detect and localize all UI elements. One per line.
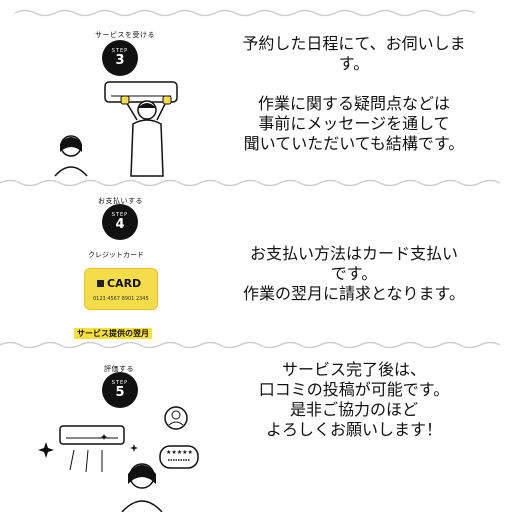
- step-5-badge-word: STEP: [111, 380, 129, 386]
- step-3-description: 予約した日程にて、お伺いしま す。 作業に関する疑問点などは 事前にメッセージを…: [242, 34, 466, 153]
- card-chip-icon: [97, 280, 104, 287]
- step-3-section: サービスを受ける STEP 3 予約した日程にて、お伺いしま す。 作業に関する…: [0, 14, 506, 180]
- step-3-badge-word: STEP: [111, 48, 129, 54]
- credit-card-label: クレジットカード: [88, 251, 144, 259]
- wave-divider-middle: [0, 179, 501, 187]
- step-4-badge-number: 4: [115, 217, 125, 232]
- aircon-install-illustration: [54, 81, 178, 177]
- step-5-section: 評価する STEP 5 ★★★★★ サービス完了後は、 口コミの投稿が可能です。…: [0, 348, 506, 512]
- step-4-section: お支払いする STEP 4 クレジットカード CARD 0123 4567 89…: [0, 186, 506, 342]
- billing-timing-highlight: サービス提供の翌月: [74, 328, 152, 339]
- step-5-badge: STEP 5: [102, 372, 138, 408]
- step-5-description: サービス完了後は、 口コミの投稿が可能です。 是非ご協力のほど よろしくお願いし…: [258, 360, 450, 439]
- step-3-badge: STEP 3: [102, 40, 138, 76]
- step-4-tag: お支払いする: [98, 197, 143, 205]
- step-4-badge: STEP 4: [102, 204, 138, 240]
- review-illustration: [38, 406, 199, 512]
- step-3-badge-number: 3: [115, 53, 125, 68]
- step-4-description: お支払い方法はカード支払い です。 作業の翌月に請求となります。: [243, 244, 465, 303]
- wave-divider-bottom: [0, 341, 501, 349]
- credit-card-illustration: CARD 0123 4567 8901 2345: [84, 268, 158, 310]
- step-3-tag: サービスを受ける: [95, 31, 155, 39]
- step-4-badge-word: STEP: [111, 212, 129, 218]
- wave-divider-top: [14, 9, 476, 17]
- rating-stars: ★★★★★: [166, 449, 193, 456]
- step-5-tag: 評価する: [104, 365, 134, 373]
- step-5-badge-number: 5: [115, 385, 125, 400]
- card-number: 0123 4567 8901 2345: [93, 296, 149, 302]
- card-title: CARD: [107, 277, 142, 290]
